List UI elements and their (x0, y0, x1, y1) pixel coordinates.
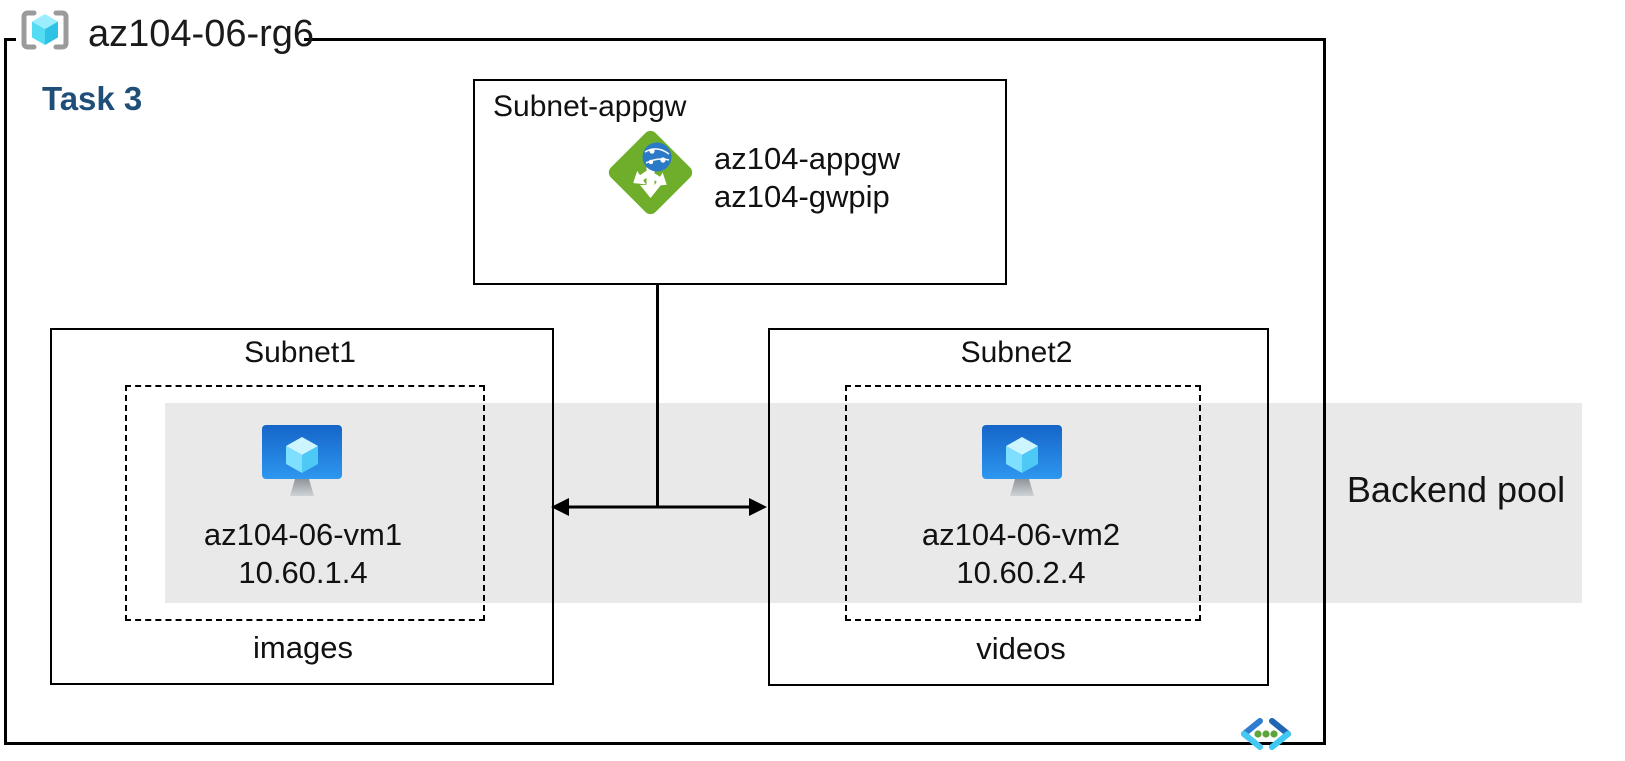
resource-group-name: az104-06-rg6 (88, 13, 315, 55)
subnet2-vm-dashed-box (845, 385, 1201, 621)
subnet2-content-label: videos (976, 631, 1066, 666)
task-label: Task 3 (42, 80, 143, 117)
vm1-info: az104-06-vm1 10.60.1.4 (125, 516, 481, 592)
subnet2-label: Subnet2 (960, 336, 1073, 369)
vm2-info: az104-06-vm2 10.60.2.4 (845, 516, 1197, 592)
subnet-appgw-label: Subnet-appgw (493, 90, 687, 123)
vm1-name: az104-06-vm1 (203, 517, 403, 552)
resource-group-border-gap (16, 34, 304, 45)
vm1-ip: 10.60.1.4 (238, 555, 368, 590)
vm2-name: az104-06-vm2 (921, 517, 1121, 552)
backend-pool-label: Backend pool (1346, 469, 1566, 510)
resource-group-icon (21, 10, 69, 50)
subnet-appgw-box (473, 79, 1007, 285)
subnet2-box (768, 328, 1269, 686)
virtual-machine-icon (982, 425, 1062, 496)
subnet1-label: Subnet1 (244, 336, 356, 369)
virtual-network-icon (1241, 718, 1291, 750)
subnet1-vm-dashed-box (125, 385, 485, 621)
application-gateway-icon (608, 130, 693, 215)
backend-pool-band (165, 403, 1582, 603)
application-gateway-names: az104-appgw az104-gwpip (714, 140, 900, 216)
resource-group-box (4, 38, 1326, 745)
subnet1-content-label: images (253, 630, 353, 665)
vm2-ip: 10.60.2.4 (956, 555, 1086, 590)
virtual-machine-icon (262, 425, 342, 496)
application-gateway-name: az104-appgw (714, 141, 901, 176)
gateway-public-ip-name: az104-gwpip (714, 179, 890, 214)
